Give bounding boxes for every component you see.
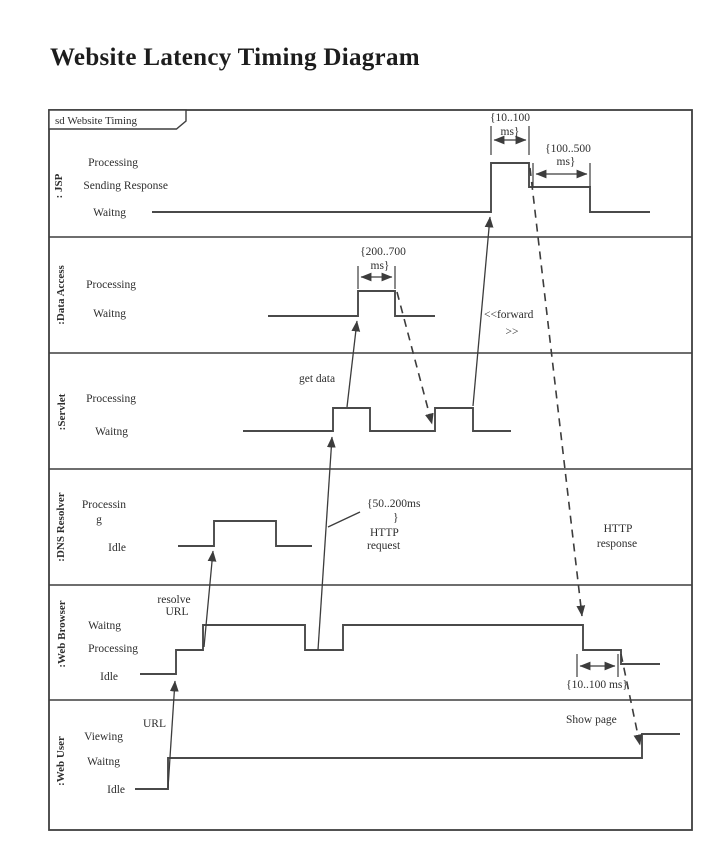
- http-request-message-label-line2: request: [367, 540, 401, 552]
- state-label-servlet-processing: Processing: [86, 393, 136, 405]
- state-label-user-idle: Idle: [107, 784, 125, 796]
- state-label-browser-processing: Processing: [88, 643, 138, 655]
- resolve-url-message-label-line2: URL: [166, 606, 189, 618]
- state-label-user-waiting: Waitng: [87, 756, 120, 768]
- jsp-sending-constraint-label-line1: {100..500: [545, 143, 591, 155]
- show-page-message-arrow: [620, 653, 643, 746]
- forward-message-label-line2: >>: [506, 326, 519, 338]
- http-response-message-arrow: [529, 167, 586, 617]
- dataaccess-waveform: [268, 290, 435, 317]
- lane-name-jsp: : JSP: [53, 173, 65, 198]
- resolve-url-message-label-line1: resolve: [157, 594, 190, 606]
- sd-frame-label: sd Website Timing: [55, 115, 138, 127]
- state-label-browser-idle: Idle: [100, 671, 118, 683]
- lane-name-web-browser: :Web Browser: [56, 600, 68, 667]
- show-page-message-label: Show page: [566, 714, 617, 726]
- dns-constraint-label-line2: }: [393, 512, 399, 524]
- state-label-servlet-waiting: Waitng: [95, 426, 128, 438]
- state-label-jsp-sending-response: Sending Response: [83, 180, 168, 192]
- dns-waveform: [178, 520, 312, 547]
- forward-message-arrow: [472, 216, 494, 407]
- state-label-dns-processing-line2: g: [96, 514, 102, 526]
- sd-frame-tab: [48, 109, 187, 130]
- state-label-user-viewing: Viewing: [84, 731, 123, 743]
- get-data-message-label: get data: [299, 373, 335, 385]
- dataaccess-constraint-label-line2: ms}: [371, 260, 390, 272]
- data-return-message-arrow: [396, 291, 434, 425]
- jsp-processing-constraint-label-line1: {10..100: [490, 112, 530, 124]
- jsp-processing-constraint-label-line2: ms}: [501, 126, 520, 138]
- state-label-dns-processing-line1: Processin: [82, 499, 126, 511]
- http-request-constraint-leader: [327, 511, 361, 528]
- state-label-dataaccess-processing: Processing: [86, 279, 136, 291]
- state-label-jsp-waiting: Waitng: [93, 207, 126, 219]
- jsp-sending-constraint-label-line2: ms}: [557, 156, 576, 168]
- lane-name-data-access: :Data Access: [55, 265, 67, 325]
- dataaccess-constraint-label-line1: {200..700: [360, 246, 406, 258]
- http-request-message-arrow: [317, 436, 336, 651]
- http-response-message-label-line1: HTTP: [604, 523, 633, 535]
- servlet-waveform: [243, 407, 511, 432]
- diagram-frame: [48, 109, 693, 831]
- lane-name-dns-resolver: :DNS Resolver: [55, 492, 67, 561]
- browser-constraint-label: {10..100 ms}: [566, 679, 628, 691]
- state-label-jsp-processing: Processing: [88, 157, 138, 169]
- get-data-message-arrow: [346, 320, 361, 408]
- jsp-waveform: [152, 162, 650, 213]
- url-message-arrow: [167, 680, 179, 789]
- http-response-message-label-line2: response: [597, 538, 637, 550]
- url-message-label: URL: [143, 718, 166, 730]
- browser-waveform: [140, 624, 660, 675]
- state-label-dataaccess-waiting: Waitng: [93, 308, 126, 320]
- forward-message-label-line1: <<forward: [484, 309, 534, 321]
- http-request-message-label-line1: HTTP: [370, 527, 399, 539]
- state-label-dns-idle: Idle: [108, 542, 126, 554]
- page-title: Website Latency Timing Diagram: [50, 44, 420, 71]
- resolve-url-message-arrow: [203, 550, 217, 648]
- lane-name-servlet: :Servlet: [56, 393, 68, 430]
- lane-name-web-user: :Web User: [55, 736, 67, 786]
- dns-constraint-label-line1: {50..200ms: [367, 498, 421, 510]
- state-label-browser-waiting: Waitng: [88, 620, 121, 632]
- user-waveform: [135, 733, 680, 790]
